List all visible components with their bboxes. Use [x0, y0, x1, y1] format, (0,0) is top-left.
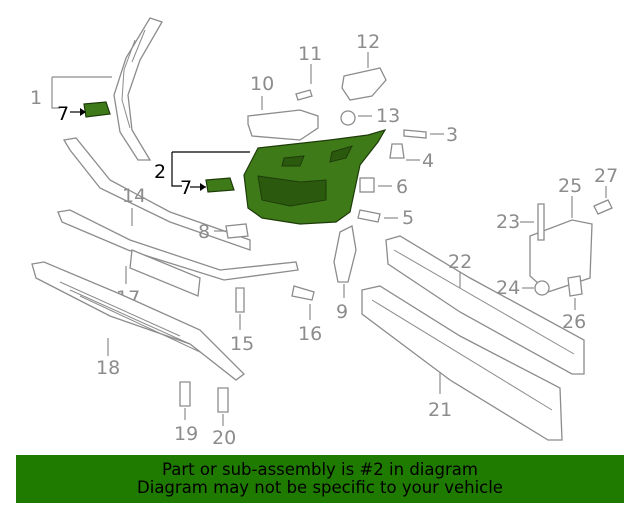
part-1-grille-frame	[113, 17, 163, 161]
part-26-bolt	[567, 275, 583, 297]
part-23-bolt	[537, 203, 545, 241]
part-18-grille-slats	[59, 281, 201, 353]
part-6-nut	[359, 177, 375, 193]
callout-24: 24	[496, 277, 520, 299]
callout-2: 2	[154, 161, 166, 183]
part-22-edge	[393, 249, 575, 355]
callout-23: 23	[496, 211, 520, 233]
part-7-insert-lower	[205, 177, 235, 193]
callout-16: 16	[298, 323, 322, 345]
callout-7-lower: 7	[180, 177, 192, 199]
callout-18: 18	[96, 357, 120, 379]
part-13-nut	[340, 110, 356, 126]
callout-9: 9	[336, 301, 348, 323]
banner-line-1: Part or sub-assembly is #2 in diagram	[162, 460, 478, 479]
part-3-bolt	[403, 129, 427, 139]
part-9-side-bracket	[333, 225, 357, 283]
part-19-pin	[179, 381, 191, 407]
callout-12: 12	[356, 31, 380, 53]
callout-6: 6	[396, 176, 408, 198]
part-14-trim-strip	[62, 137, 251, 251]
part-5-bolt	[357, 209, 381, 223]
callout-19: 19	[174, 423, 198, 445]
callout-1: 1	[30, 87, 42, 109]
part-27-screw	[593, 199, 613, 215]
part-22-reinforcement	[385, 235, 585, 375]
part-7-insert-upper	[83, 101, 111, 118]
callout-5: 5	[402, 207, 414, 229]
callout-10: 10	[250, 73, 274, 95]
callout-21: 21	[428, 399, 452, 421]
part-20-pin	[217, 387, 229, 413]
part-15-pin	[235, 287, 245, 313]
banner-line-2: Diagram may not be specific to your vehi…	[137, 478, 503, 497]
callout-20: 20	[212, 427, 236, 449]
callout-13: 13	[376, 105, 400, 127]
arrow-7-upper	[80, 108, 86, 116]
callout-4: 4	[422, 150, 434, 172]
callout-8: 8	[198, 221, 210, 243]
part-25-bracket	[529, 219, 593, 293]
callout-7-upper: 7	[57, 103, 69, 125]
exploded-parts-diagram: 1 7 2 7 14 17 18 8 10 11 12 13	[30, 17, 618, 449]
part-17-lower-molding	[57, 209, 299, 281]
callout-11: 11	[298, 43, 322, 65]
part-24-nut	[534, 280, 550, 296]
callout-3: 3	[446, 124, 458, 146]
part-10-bracket	[247, 109, 319, 141]
callout-15: 15	[230, 333, 254, 355]
part-21-edge	[371, 299, 553, 411]
callout-25: 25	[558, 175, 582, 197]
leader-2	[171, 151, 250, 187]
callout-22: 22	[448, 251, 472, 273]
callout-26: 26	[562, 311, 586, 333]
arrow-7-lower	[200, 183, 206, 191]
part-2-bumper-cover	[243, 128, 387, 225]
part-17-molding-tab	[129, 249, 201, 297]
info-banner: Part or sub-assembly is #2 in diagram Di…	[16, 455, 624, 503]
part-11-screw	[295, 89, 313, 101]
callout-27: 27	[594, 165, 618, 187]
part-16-screw	[291, 285, 315, 301]
leader-1	[51, 76, 112, 109]
part-12-sensor	[341, 67, 387, 101]
callout-14: 14	[122, 185, 146, 207]
part-4-clip	[389, 143, 405, 159]
part-8-clip	[225, 223, 249, 239]
